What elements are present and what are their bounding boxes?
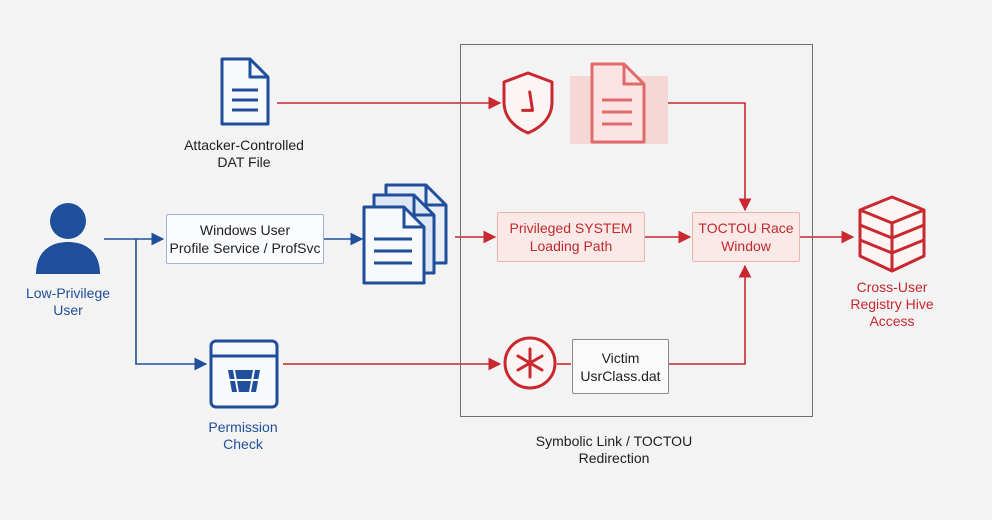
redirection-frame: [460, 44, 813, 417]
window-icon: [208, 338, 280, 410]
attacker-file-label: Attacker-Controlled DAT File: [184, 137, 304, 170]
permission-label: Permission Check: [208, 419, 278, 452]
stacked-cubes-icon: [856, 194, 928, 274]
user-label: Low-Privilege User: [25, 285, 111, 318]
frame-caption: Symbolic Link / TOCTOU Redirection: [535, 433, 693, 466]
ghost-document-icon: [570, 62, 668, 146]
shield-icon: [500, 70, 556, 136]
document-icon: [216, 56, 272, 128]
victim-box: Victim UsrClass.dat: [572, 339, 669, 394]
arrow-victim-to-toctou: [669, 264, 752, 365]
toctou-window-box: TOCTOU Race Window: [692, 212, 800, 262]
document-stack-icon: [360, 181, 456, 286]
user-icon: [32, 200, 104, 275]
profile-service-box: Windows User Profile Service / ProfSvc: [166, 214, 324, 264]
asterisk-icon: [502, 335, 558, 391]
arrow-ghost-document-to-toctou: [668, 102, 752, 212]
target-label: Cross-User Registry Hive Access: [850, 279, 934, 329]
privileged-path-box: Privileged SYSTEM Loading Path: [497, 212, 645, 262]
arrow-user-to-permission-check: [135, 239, 208, 371]
